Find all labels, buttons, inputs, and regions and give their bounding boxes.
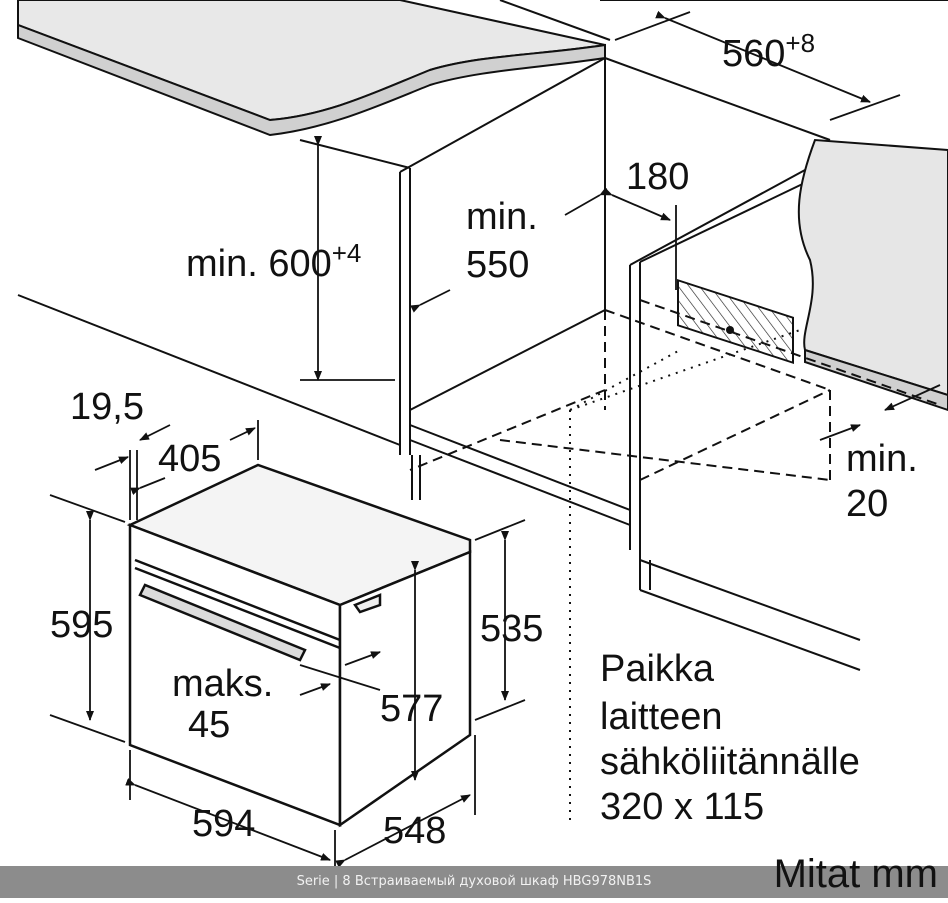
side-min-label-line1: min.	[846, 438, 918, 480]
side-min-label-line2: 20	[846, 483, 889, 525]
connection-note-line2: laitteen	[600, 696, 723, 738]
top-depth-label: 405	[158, 438, 222, 480]
niche-height-label: min. 600+4	[186, 238, 362, 285]
connection-note-line4: 320 x 115	[600, 786, 765, 828]
connection-note-line3: sähköliitännälle	[600, 741, 860, 783]
wall-lines	[17, 0, 948, 446]
countertop	[17, 0, 606, 137]
oven-height-label: 595	[50, 604, 114, 646]
niche-width-label: 560+8	[722, 28, 816, 75]
inner-height-label: 535	[480, 608, 544, 650]
depth-min-label-line2: 550	[466, 244, 530, 286]
depth-min-label-line1: min.	[466, 196, 538, 238]
oven-width-label: 594	[192, 803, 256, 845]
dotted-connection-zone	[569, 329, 801, 820]
footer-caption: Serie | 8 Встраиваемый духовой шкаф HBG9…	[0, 866, 948, 898]
dimension-lines	[49, 10, 941, 880]
connection-box	[677, 278, 794, 364]
handle-max-label-line1: maks.	[172, 663, 274, 705]
cabinet-niche	[299, 138, 948, 671]
front-offset-label: 19,5	[70, 386, 144, 428]
handle-max-label-line2: 45	[188, 704, 231, 746]
door-height-label: 577	[380, 688, 444, 730]
units-label: Mitat mm	[773, 852, 938, 896]
oven-depth-label: 548	[383, 810, 447, 852]
back-gap-label: 180	[626, 156, 690, 198]
oven	[126, 463, 472, 828]
connection-socket-icon	[726, 326, 734, 334]
connection-note-line1: Paikka	[600, 648, 715, 690]
